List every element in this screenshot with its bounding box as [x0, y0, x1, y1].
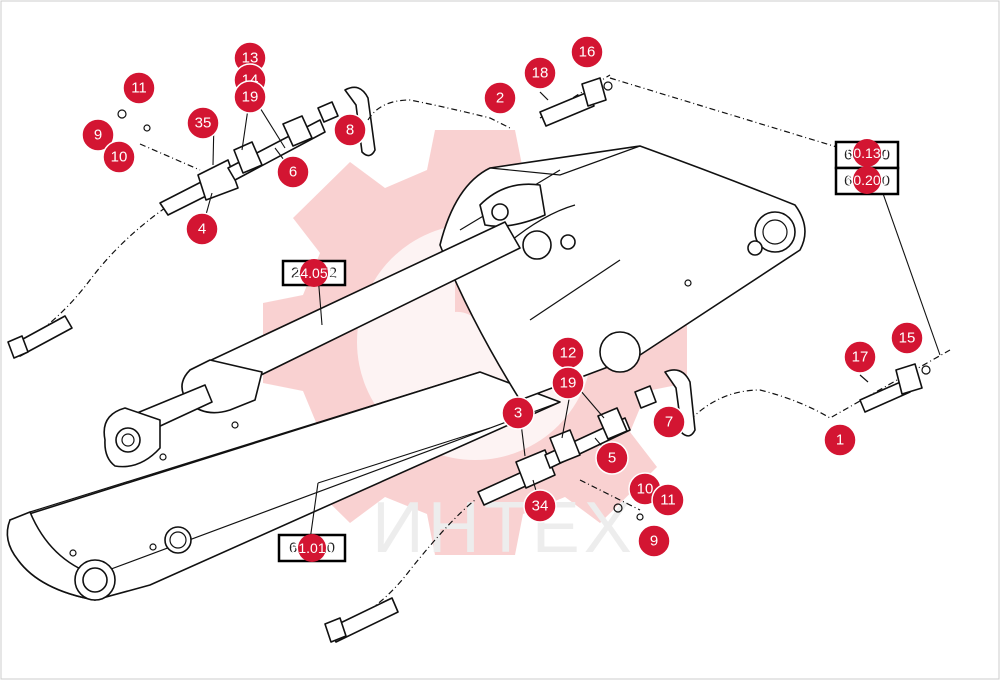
watermark-text: ИНТЕХ [372, 488, 636, 568]
callout-bubble [523, 56, 557, 90]
callout-number: 13 [242, 50, 259, 67]
callout-number: 3 [514, 405, 522, 422]
callout-bubble [570, 35, 604, 69]
callout-bubble [185, 212, 219, 246]
callout-bubble [122, 71, 156, 105]
right-hose-fitting [539, 74, 951, 421]
callout-bubble [233, 80, 267, 114]
boom-arm [6, 145, 806, 601]
callout-bubble [501, 396, 535, 430]
callout-bubble [651, 483, 685, 517]
callout-c5[interactable]: 5 [595, 441, 629, 475]
callout-bubble [551, 366, 585, 400]
callout-c19b[interactable]: 19 [551, 366, 585, 400]
callout-bubble [483, 81, 517, 115]
callout-c18[interactable]: 18 [523, 56, 557, 90]
callout-number: 7 [665, 414, 673, 431]
callout-number: 19 [242, 89, 259, 106]
callout-bubble [595, 441, 629, 475]
callout-number: 10 [637, 481, 654, 498]
callout-c6[interactable]: 6 [276, 155, 310, 189]
ref-box-marker-label: 24.052 [293, 265, 336, 281]
ref-box-marker-3 [298, 534, 326, 562]
callout-c16[interactable]: 16 [570, 35, 604, 69]
callout-bubble [81, 118, 115, 152]
callout-number: 9 [650, 533, 658, 550]
callout-bubble [102, 140, 136, 174]
callout-c9b[interactable]: 9 [637, 524, 671, 558]
callout-c35[interactable]: 35 [186, 106, 220, 140]
callout-number: 19 [560, 375, 577, 392]
callout-number: 35 [195, 115, 212, 132]
callout-c19a[interactable]: 19 [233, 80, 267, 114]
callout-c8[interactable]: 8 [333, 113, 367, 147]
callout-bubble [890, 321, 924, 355]
callout-number: 11 [131, 80, 147, 97]
callout-number: 12 [560, 345, 577, 362]
callout-c11a[interactable]: 11 [122, 71, 156, 105]
callout-number: 10 [111, 149, 128, 166]
callout-number: 5 [608, 450, 616, 467]
callout-c4[interactable]: 4 [185, 212, 219, 246]
callout-c11b[interactable]: 11 [651, 483, 685, 517]
ref-box-marker-label: 61.010 [291, 540, 334, 556]
callout-number: 9 [94, 127, 102, 144]
callout-bubble [523, 489, 557, 523]
lower-hose-fitting [324, 369, 696, 643]
callout-number: 34 [532, 498, 549, 515]
callout-number: 6 [289, 164, 297, 181]
callout-c12[interactable]: 12 [551, 336, 585, 370]
callout-bubble [823, 423, 857, 457]
callout-number: 18 [532, 65, 549, 82]
ref-box-marker-0 [300, 259, 328, 287]
ref-box-marker-label: 60.200 [846, 172, 889, 188]
callout-bubble [652, 405, 686, 439]
callout-c34[interactable]: 34 [523, 489, 557, 523]
callout-number: 15 [899, 330, 916, 347]
callout-c10a[interactable]: 10 [102, 140, 136, 174]
callout-layer: 24.05260.13060.20061.0101234567899101011… [81, 35, 924, 562]
callout-number: 17 [852, 349, 869, 366]
callout-bubble [637, 524, 671, 558]
callout-number: 11 [660, 492, 676, 509]
ref-box-marker-1 [853, 139, 881, 167]
callout-number: 8 [346, 122, 354, 139]
callout-bubble [333, 113, 367, 147]
ref-box-marker-label: 60.130 [846, 145, 889, 161]
callout-number: 16 [579, 44, 596, 61]
callout-bubble [186, 106, 220, 140]
callout-c1[interactable]: 1 [823, 423, 857, 457]
callout-c15[interactable]: 15 [890, 321, 924, 355]
callout-bubble [843, 340, 877, 374]
callout-bubble [276, 155, 310, 189]
callout-number: 2 [496, 90, 504, 107]
callout-c17[interactable]: 17 [843, 340, 877, 374]
callout-c9a[interactable]: 9 [81, 118, 115, 152]
ref-box-marker-2 [853, 166, 881, 194]
callout-number: 4 [198, 221, 206, 238]
callout-c3[interactable]: 3 [501, 396, 535, 430]
callout-c7[interactable]: 7 [652, 405, 686, 439]
callout-number: 1 [836, 432, 844, 449]
callout-c2[interactable]: 2 [483, 81, 517, 115]
